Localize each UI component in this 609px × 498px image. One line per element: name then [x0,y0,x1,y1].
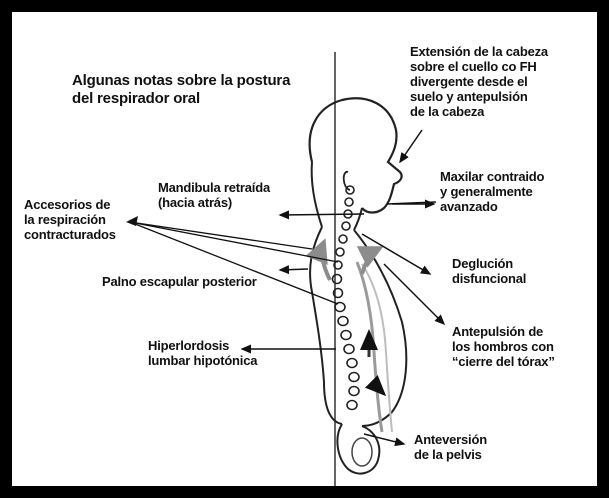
head-outline [308,97,403,214]
label-line: los hombros con [452,339,554,354]
back-outline [309,226,343,425]
arrow-escapular [278,265,309,275]
diagram-panel: Algunas notas sobre la postura del respi… [12,12,597,486]
pelvis-outline [336,423,381,475]
diagram-title: Algunas notas sobre la postura del respi… [72,72,290,108]
label-line: de la pelvis [414,447,482,462]
label-extension-cabeza: Extensión de la cabeza sobre el cuello c… [410,44,548,119]
title-line-2: del respirador oral [72,90,200,107]
label-line: y generalmente [440,184,533,199]
label-line: disfuncional [452,271,527,286]
shoulder-arrow-left [305,238,332,281]
label-escapular: Palno escapular posterior [102,274,257,289]
label-line: suelo y antepulsión [410,89,528,104]
arm-outline [355,261,384,433]
label-mandibula: Mandibula retraída (hacia atrás) [158,180,270,210]
label-line: Maxilar contraido [440,169,545,184]
label-hiperlordosis: Hiperlordosis lumbar hipotónica [148,338,257,368]
label-hombros: Antepulsión de los hombros con “cierre d… [452,324,555,369]
arrow-hombros [383,263,446,326]
label-line: avanzado [440,199,498,214]
label-maxilar: Maxilar contraido y generalmente avanzad… [440,169,544,214]
line-accesorios-3 [129,221,313,250]
belly-arrow [364,374,387,397]
posture-diagram [126,52,446,486]
arrow-deglucion [361,233,432,275]
arrow-extension [399,129,423,164]
label-line: “cierre del tórax” [452,354,555,369]
label-line: Mandibula retraída [158,180,270,195]
label-pelvis: Anteversión de la pelvis [414,432,487,462]
label-line: Extensión de la cabeza [410,44,548,59]
label-line: contracturados [24,227,116,242]
label-line: Anteversión [414,432,487,447]
label-line: sobre el cuello co FH [410,59,537,74]
label-accesorios: Accesorios de la respiración contractura… [24,197,116,242]
label-line: de la cabeza [410,104,485,119]
shoulder-arrow-right [356,246,384,275]
ear-outline [342,171,351,191]
label-line: Accesorios de [24,197,111,212]
label-line: Antepulsión de [452,324,544,339]
label-line: Deglución [452,256,514,271]
arrow-mandibula [278,210,365,220]
arrow-pelvis [363,433,406,447]
label-line: lumbar hipotónica [148,353,258,368]
label-deglucion: Deglución disfuncional [452,256,526,286]
title-line-1: Algunas notas sobre la postura [72,72,291,89]
line-accesorios-1 [129,221,339,263]
line-accesorios-2 [129,221,339,305]
label-line: Palno escapular posterior [102,274,257,289]
label-line: (hacia atrás) [158,195,232,210]
belly-outline [353,229,408,427]
label-line: la respiración [24,212,106,227]
neck-outline [310,161,363,231]
label-line: divergente desde el [410,74,528,89]
spine [331,185,360,411]
label-line: Hiperlordosis [148,338,230,353]
